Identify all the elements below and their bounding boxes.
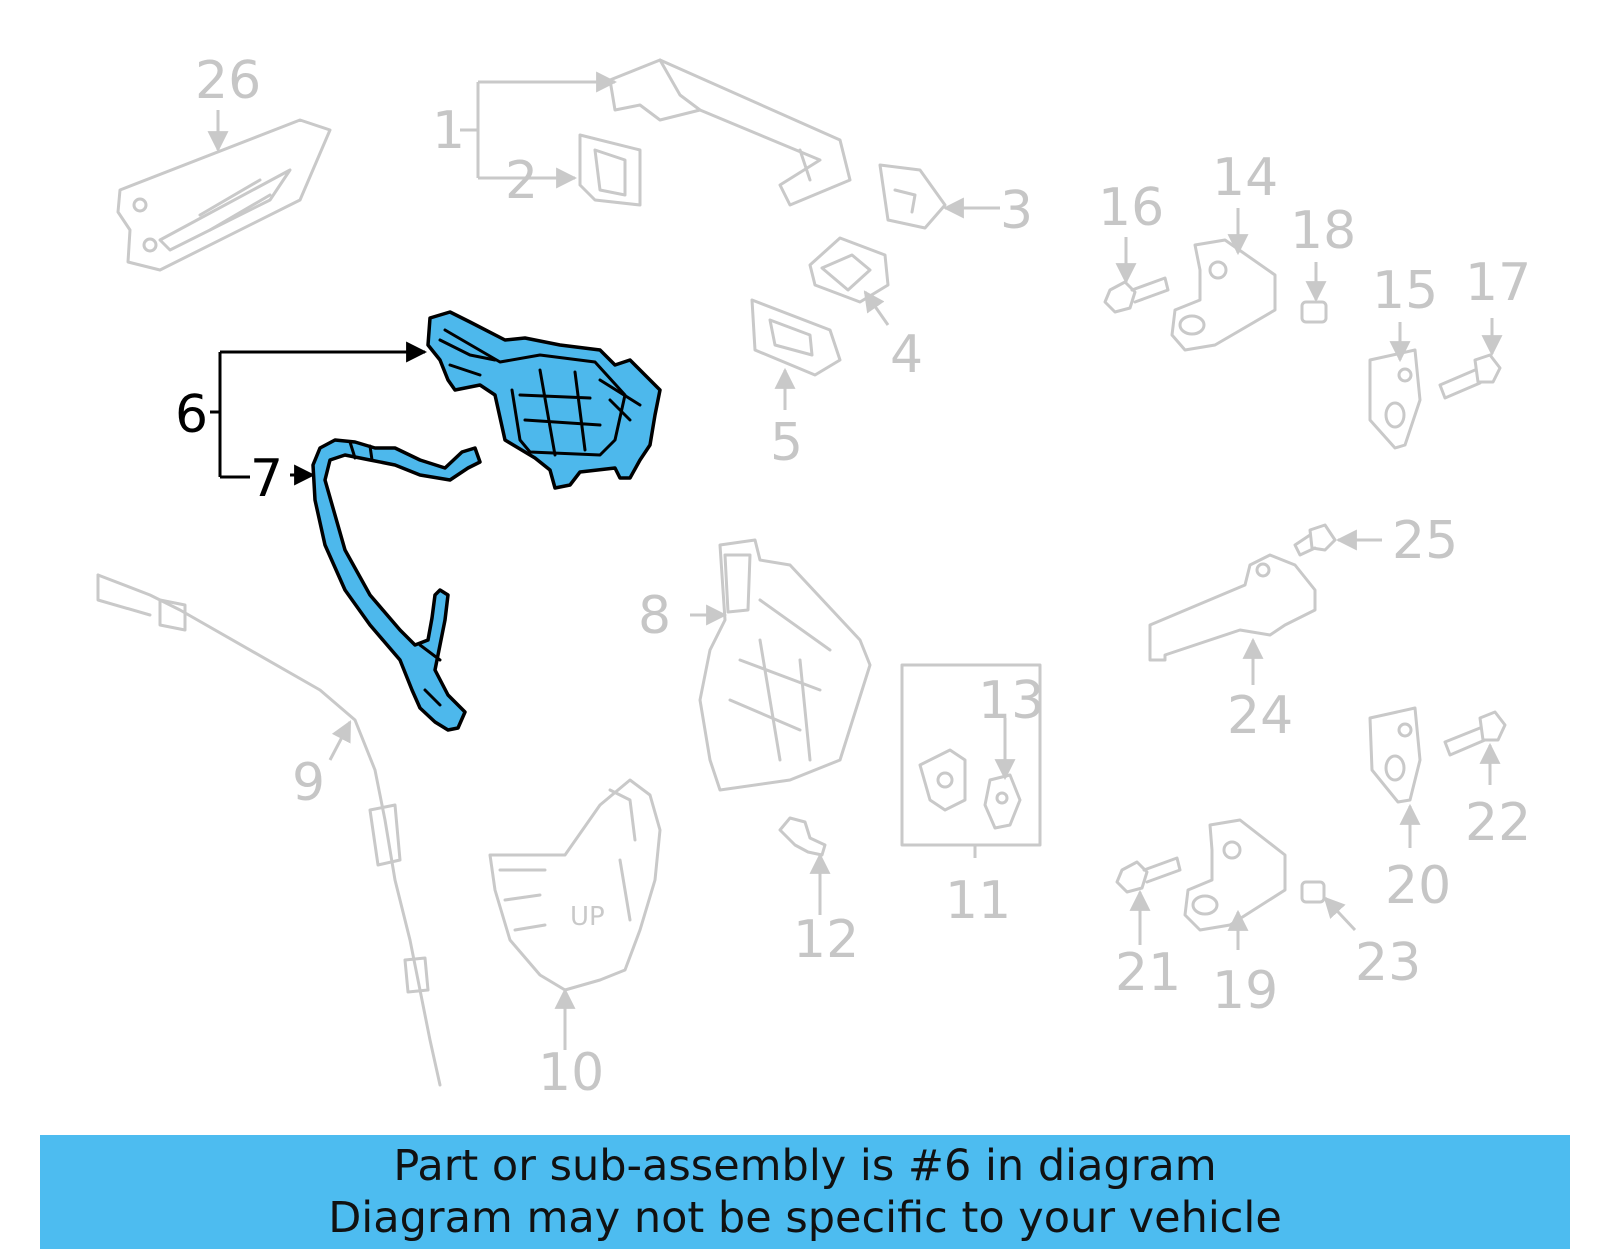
part-5-gasket bbox=[750, 298, 842, 377]
part-19-hinge-lower bbox=[1183, 818, 1287, 932]
leader-lines-highlighted bbox=[210, 352, 425, 486]
callout-2: 2 bbox=[505, 151, 538, 211]
banner-line-disclaimer: Diagram may not be specific to your vehi… bbox=[328, 1193, 1282, 1243]
part-3-cover bbox=[878, 163, 947, 230]
part-8-door-latch bbox=[698, 538, 872, 792]
part-25-screw bbox=[1293, 523, 1337, 557]
callout-16: 16 bbox=[1098, 178, 1164, 238]
part-10-latch-shield: UP bbox=[488, 778, 662, 992]
callout-13: 13 bbox=[978, 671, 1044, 731]
callout-23: 23 bbox=[1355, 933, 1421, 993]
part-7-cable bbox=[311, 438, 482, 732]
info-banner: Part or sub-assembly is #6 in diagram Di… bbox=[40, 1135, 1570, 1249]
part-21-bolt bbox=[1115, 856, 1182, 894]
callout-11: 11 bbox=[945, 871, 1011, 931]
callout-26: 26 bbox=[195, 51, 261, 111]
part-20-bracket bbox=[1368, 706, 1422, 804]
callout-17: 17 bbox=[1465, 253, 1531, 313]
callout-4: 4 bbox=[890, 325, 923, 385]
callout-7: 7 bbox=[250, 449, 283, 509]
part-6-inside-handle-assembly bbox=[426, 310, 662, 490]
part-2-handle-insert bbox=[578, 133, 642, 207]
part-15-bracket bbox=[1368, 348, 1422, 450]
callout-19: 19 bbox=[1212, 961, 1278, 1021]
callout-10: 10 bbox=[538, 1043, 604, 1103]
part-9-cable bbox=[96, 573, 442, 1087]
part-12-screw bbox=[778, 816, 827, 857]
part-23-bushing bbox=[1300, 880, 1326, 904]
part-11-hardware-box bbox=[900, 663, 1042, 847]
callout-1: 1 bbox=[432, 101, 465, 161]
callout-15: 15 bbox=[1372, 261, 1438, 321]
part-26-inside-handle-bracket bbox=[116, 118, 332, 272]
part-22-bolt bbox=[1443, 710, 1507, 757]
callout-3: 3 bbox=[1000, 181, 1033, 241]
callout-20: 20 bbox=[1385, 856, 1451, 916]
callout-18: 18 bbox=[1290, 201, 1356, 261]
leader-lines bbox=[207, 82, 1503, 1050]
callout-5: 5 bbox=[770, 413, 803, 473]
callout-8: 8 bbox=[638, 586, 671, 646]
callout-9: 9 bbox=[292, 753, 325, 813]
part-17-bolt bbox=[1438, 353, 1502, 400]
callout-6: 6 bbox=[175, 385, 208, 445]
part-1-outside-handle bbox=[608, 58, 852, 207]
callout-labels: 26 1 2 3 4 5 6 7 8 9 10 11 12 13 14 15 1… bbox=[175, 51, 1531, 1103]
part-18-bushing bbox=[1300, 300, 1328, 324]
part-16-bolt bbox=[1103, 276, 1170, 314]
callout-22: 22 bbox=[1465, 793, 1531, 853]
callout-24: 24 bbox=[1227, 686, 1293, 746]
callout-25: 25 bbox=[1392, 511, 1458, 571]
callout-12: 12 bbox=[793, 910, 859, 970]
part-10-embossed-text: UP bbox=[570, 902, 605, 932]
banner-line-part-number: Part or sub-assembly is #6 in diagram bbox=[393, 1141, 1217, 1191]
part-14-hinge-upper bbox=[1170, 238, 1277, 352]
part-4-cylinder-housing bbox=[808, 236, 890, 304]
callout-14: 14 bbox=[1212, 148, 1278, 208]
callout-21: 21 bbox=[1115, 943, 1181, 1003]
part-24-door-check bbox=[1148, 553, 1317, 662]
